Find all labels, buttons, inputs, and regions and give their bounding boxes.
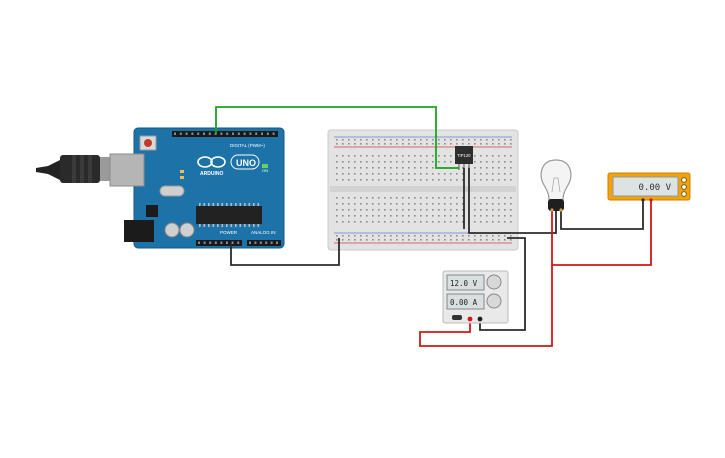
multimeter-com-terminal[interactable]	[641, 198, 645, 202]
wire-black-gnd-arduino[interactable]	[230, 238, 340, 266]
current-knob[interactable]	[486, 293, 502, 309]
arduino-brand: ARDUINO	[200, 171, 223, 177]
capacitor	[164, 222, 180, 238]
transistor-label: TIP120	[457, 153, 471, 158]
multimeter-reading: 0.00 V	[638, 183, 671, 193]
on-led	[262, 164, 268, 168]
analog-header-label: ANALOG IN	[251, 230, 276, 235]
arduino-uno-board[interactable]: DIGITAL (PWM~) ARDUINO UNO ON POWER ANAL…	[36, 127, 285, 249]
wire-black-meter-com[interactable]	[560, 200, 644, 230]
supply-negative-terminal[interactable]	[477, 316, 483, 322]
on-led-label: ON	[262, 168, 268, 173]
arduino-logo: ARDUINO UNO	[197, 154, 260, 177]
breadboard-holes	[336, 139, 512, 241]
digital-header[interactable]	[172, 131, 278, 137]
analog-header[interactable]	[247, 240, 281, 246]
atmega-chip	[196, 206, 262, 224]
reset-button-icon[interactable]	[139, 135, 157, 151]
multimeter[interactable]: 0.00 V	[607, 172, 691, 202]
wire-black-supply-negative[interactable]	[479, 237, 526, 331]
power-jack	[124, 220, 154, 242]
power-supply[interactable]: 12.0 V 0.00 A	[442, 270, 509, 324]
breadboard[interactable]	[327, 129, 519, 251]
power-header-label: POWER	[220, 230, 238, 235]
supply-voltage-display: 12.0 V	[450, 279, 478, 288]
multimeter-v-terminal[interactable]	[649, 198, 653, 202]
wire-red-supply-positive[interactable]	[419, 265, 553, 347]
supply-power-switch[interactable]	[452, 315, 462, 320]
power-header[interactable]	[196, 240, 242, 246]
arduino-model: UNO	[236, 158, 256, 168]
wire-green-signal[interactable]	[215, 106, 459, 169]
tip120-transistor[interactable]: TIP120	[455, 146, 473, 170]
regulator	[146, 205, 158, 217]
voltage-knob[interactable]	[486, 274, 502, 290]
usb-port	[109, 153, 145, 187]
wires	[215, 106, 652, 347]
supply-positive-terminal[interactable]	[467, 316, 473, 322]
usb-cable-icon	[36, 155, 112, 183]
digital-pins	[174, 132, 275, 135]
light-bulb-icon[interactable]	[540, 159, 572, 212]
capacitor	[179, 222, 195, 238]
digital-header-label: DIGITAL (PWM~)	[230, 143, 265, 148]
wire-red-meter[interactable]	[551, 200, 652, 266]
supply-current-display: 0.00 A	[450, 298, 478, 307]
wire-black-lamp[interactable]	[468, 168, 557, 234]
crystal	[159, 185, 185, 197]
